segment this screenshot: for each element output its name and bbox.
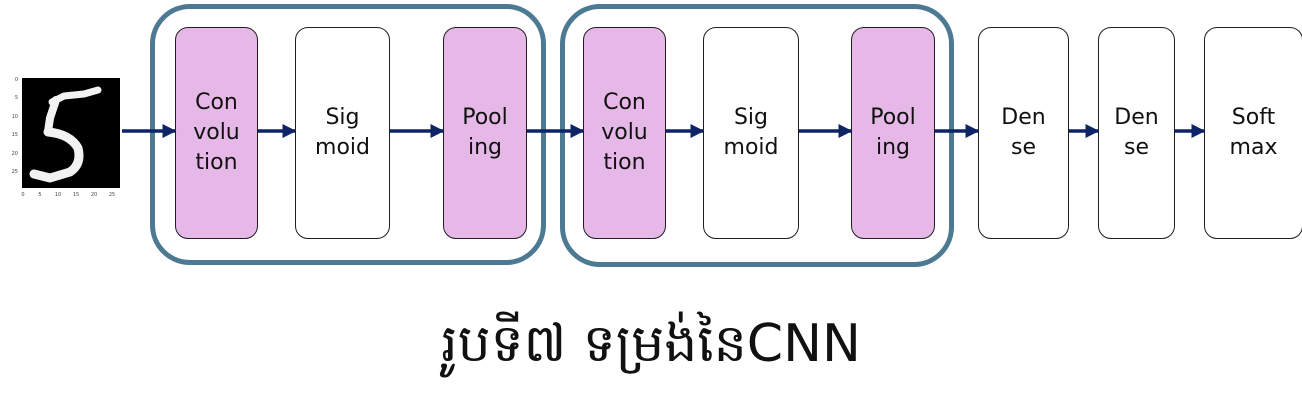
- y-tick: 5: [15, 95, 18, 101]
- x-tick: 20: [91, 192, 97, 198]
- x-tick: 15: [73, 192, 79, 198]
- convolution-block-1: Con volu tion: [175, 27, 258, 239]
- y-tick: 25: [12, 169, 18, 175]
- block-label: Pool ing: [462, 105, 508, 160]
- x-tick: 10: [55, 192, 61, 198]
- conv-group-1-outline: [150, 4, 546, 265]
- dense-block-1: Den se: [978, 27, 1069, 239]
- block-label: Con volu tion: [601, 90, 648, 175]
- block-label: Sig moid: [315, 105, 370, 160]
- x-tick: 25: [109, 192, 115, 198]
- y-tick: 0: [15, 77, 18, 83]
- block-label: Con volu tion: [193, 90, 240, 175]
- x-tick: 5: [38, 192, 41, 198]
- y-tick: 20: [12, 151, 18, 157]
- y-tick: 15: [12, 132, 18, 138]
- input-image: 0 5 10 15 20 25 0 5 10 15 20 25: [12, 77, 120, 198]
- block-label: Den se: [1114, 105, 1159, 160]
- block-label: Sig moid: [723, 105, 779, 160]
- dense-block-2: Den se: [1098, 27, 1175, 239]
- block-label: Den se: [1001, 105, 1046, 160]
- figure-caption: រូបទី៧ ទម្រង់នៃCNN: [441, 314, 861, 374]
- pooling-block-1: Pool ing: [443, 27, 527, 239]
- softmax-block: Soft max: [1204, 27, 1302, 239]
- y-tick: 10: [12, 114, 18, 120]
- x-tick: 0: [21, 192, 24, 198]
- block-label: Soft max: [1229, 105, 1278, 160]
- conv-group-2-outline: [560, 4, 954, 267]
- block-label: Pool ing: [870, 105, 916, 160]
- convolution-block-2: Con volu tion: [583, 27, 666, 239]
